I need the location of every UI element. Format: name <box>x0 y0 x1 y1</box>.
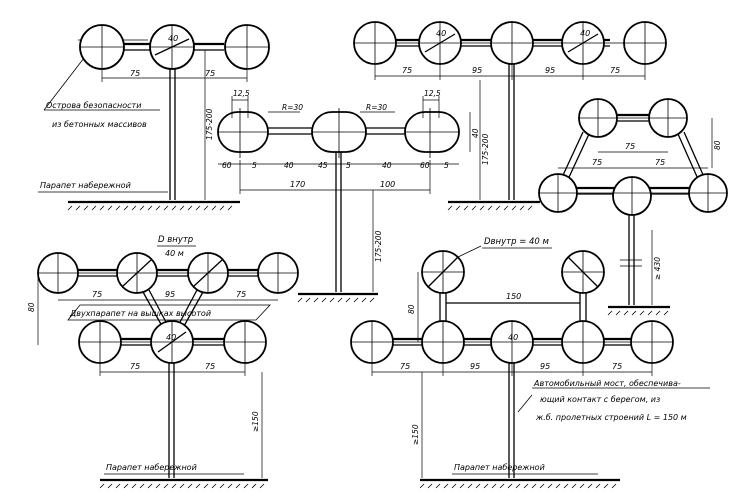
dim-label: 175-200 <box>481 133 490 165</box>
dim-label: ≥150 <box>411 424 420 445</box>
dim-label: 40 <box>436 29 446 38</box>
dim-label: 75 <box>130 69 140 78</box>
dim-label: 95 <box>165 290 175 299</box>
dim-label: 75 <box>236 290 246 299</box>
dim-label: 5 <box>444 161 449 170</box>
dim-label: 5 <box>346 161 351 170</box>
figure-right-trapezoid: 75 75 75 80 ≥ 430 <box>538 98 728 316</box>
figure-top-center: 12,5 12,5 R=30 R=30 40 60 5 40 45 5 40 6… <box>217 89 480 303</box>
dim-label: 45 <box>318 161 328 170</box>
parapet-label: Парапет набережной <box>40 181 131 190</box>
dim-label: 75 <box>205 362 215 371</box>
dim-label: 40 <box>471 128 480 138</box>
parapet-label: Парапет набережной <box>106 463 197 472</box>
diameter-label: Dвнутр = 40 м <box>484 237 550 247</box>
dim-label: ≥ 430 <box>653 257 662 280</box>
dim-label: 75 <box>592 158 602 167</box>
dim-label: 75 <box>612 362 622 371</box>
diameter-label: D внутр <box>158 235 193 245</box>
dim-label: 95 <box>545 66 555 75</box>
island-label-line1: Острова безопасности <box>46 101 141 110</box>
dim-label: 5 <box>252 161 257 170</box>
dim-label: 75 <box>92 290 102 299</box>
parapet-label: Парапет набережной <box>454 463 545 472</box>
dim-label: 40 <box>284 161 294 170</box>
dim-label: 12,5 <box>233 89 250 98</box>
dim-label: 40 <box>508 333 518 342</box>
dim-label: 95 <box>470 362 480 371</box>
dim-label: 175-200 <box>374 230 383 262</box>
radius-label: R=30 <box>282 103 303 112</box>
dim-label: 150 <box>506 292 521 301</box>
dim-label: 60 <box>222 161 232 170</box>
dim-label: 40 <box>382 161 392 170</box>
bridge-annotation-line2: ющий контакт с берегом, из <box>540 395 660 404</box>
dim-label: 60 <box>420 161 430 170</box>
island-label-line2: из бетонных массивов <box>52 120 147 129</box>
bridge-annotation-line3: ж.б. пролетных строений L = 150 м <box>535 413 687 422</box>
dim-label: 175-200 <box>205 108 214 140</box>
dim-label: 12,5 <box>424 89 441 98</box>
dim-label: 75 <box>402 66 412 75</box>
radius-label: R=30 <box>366 103 387 112</box>
dim-label: 40 <box>168 34 178 43</box>
dim-label: 75 <box>130 362 140 371</box>
dim-label: 75 <box>655 158 665 167</box>
figure-top-left: 40 75 75 175-200 Острова безопасности из… <box>38 24 270 211</box>
dim-label: ≥150 <box>251 411 260 432</box>
dim-label: 75 <box>400 362 410 371</box>
dim-label: 75 <box>205 69 215 78</box>
dim-label: 170 <box>290 180 305 189</box>
dim-label: 80 <box>713 140 722 150</box>
bridge-annotation-line1: Автомобильный мост, обеспечива- <box>533 379 681 388</box>
dim-label: 75 <box>625 142 635 151</box>
dim-label: 40 <box>580 29 590 38</box>
dim-label: 80 <box>27 302 36 312</box>
dim-label: 40 <box>166 333 176 342</box>
figure-bottom-right: Dвнутр = 40 м 150 80 40 75 <box>350 237 710 489</box>
dim-label: 95 <box>472 66 482 75</box>
dim-label: 80 <box>407 304 416 314</box>
figure-top-right: 40 40 75 95 95 75 175-200 <box>353 21 667 211</box>
dim-label: 75 <box>610 66 620 75</box>
diameter-value: 40 м <box>165 249 184 258</box>
double-parapet-label: Двухпарапет на вышках высотой <box>69 309 211 318</box>
figure-bottom-left: D внутр 40 м 75 95 75 Двухпарапет на выш… <box>27 235 299 489</box>
dim-label: 95 <box>540 362 550 371</box>
dim-label: 100 <box>380 180 395 189</box>
